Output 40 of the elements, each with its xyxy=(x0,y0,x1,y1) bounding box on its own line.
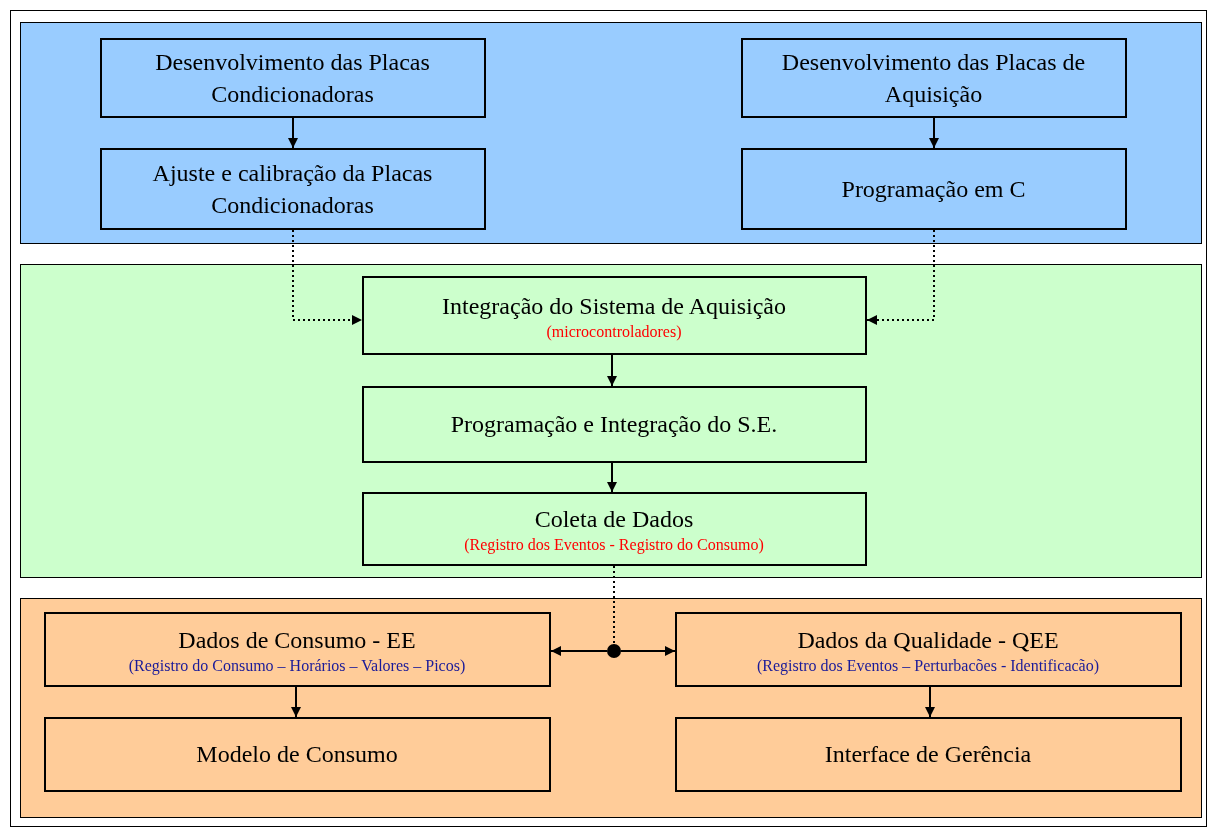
process-box xyxy=(740,147,1127,230)
box-title: Dados de Consumo - EE xyxy=(178,625,416,655)
box-subtitle: (microcontroladores) xyxy=(546,321,682,341)
group-band xyxy=(20,598,1202,818)
box-title: Coleta de Dados xyxy=(534,505,694,534)
arrow xyxy=(929,117,939,149)
box-title: Dados da Qualidade - QEE xyxy=(797,625,1059,655)
arrow xyxy=(288,117,298,149)
process-box xyxy=(43,611,551,687)
group-band xyxy=(20,264,1202,578)
box-title: Ajuste e calibração da Placas Condicionadoras xyxy=(151,158,434,220)
box-subtitle: (Registro dos Eventos - Registro do Consumo) xyxy=(464,535,764,554)
junction-dot xyxy=(606,643,621,658)
process-box xyxy=(99,147,486,230)
box-title: Desenvolvimento das Placas de Aquisição xyxy=(780,47,1087,109)
arrow xyxy=(925,686,935,718)
arrow xyxy=(607,354,617,387)
process-box xyxy=(740,37,1127,118)
box-title: Modelo de Consumo xyxy=(196,740,398,769)
box-title: Desenvolvimento das Placas Condicionadoras xyxy=(154,47,431,109)
arrow xyxy=(866,229,935,325)
box-title: Programação e Integração do S.E. xyxy=(450,410,778,439)
arrow xyxy=(620,646,676,656)
process-box xyxy=(361,275,867,355)
box-subtitle: (Registro dos Eventos – Perturbacões - Identificacão) xyxy=(756,655,1100,675)
box-subtitle: (Registro do Consumo – Horários – Valores – Picos) xyxy=(128,655,466,675)
process-box xyxy=(361,491,867,566)
box-title: Interface de Gerência xyxy=(824,740,1032,769)
process-box xyxy=(99,37,486,118)
process-box xyxy=(361,385,867,463)
box-title: Programação em C xyxy=(841,174,1026,204)
process-box xyxy=(674,716,1182,792)
group-band xyxy=(20,22,1202,244)
box-title: Integração do Sistema de Aquisição xyxy=(442,291,786,321)
arrow xyxy=(292,229,363,325)
process-box xyxy=(674,611,1182,687)
arrow xyxy=(291,686,301,718)
arrow xyxy=(550,646,608,656)
arrow xyxy=(607,462,617,493)
process-box xyxy=(43,716,551,792)
